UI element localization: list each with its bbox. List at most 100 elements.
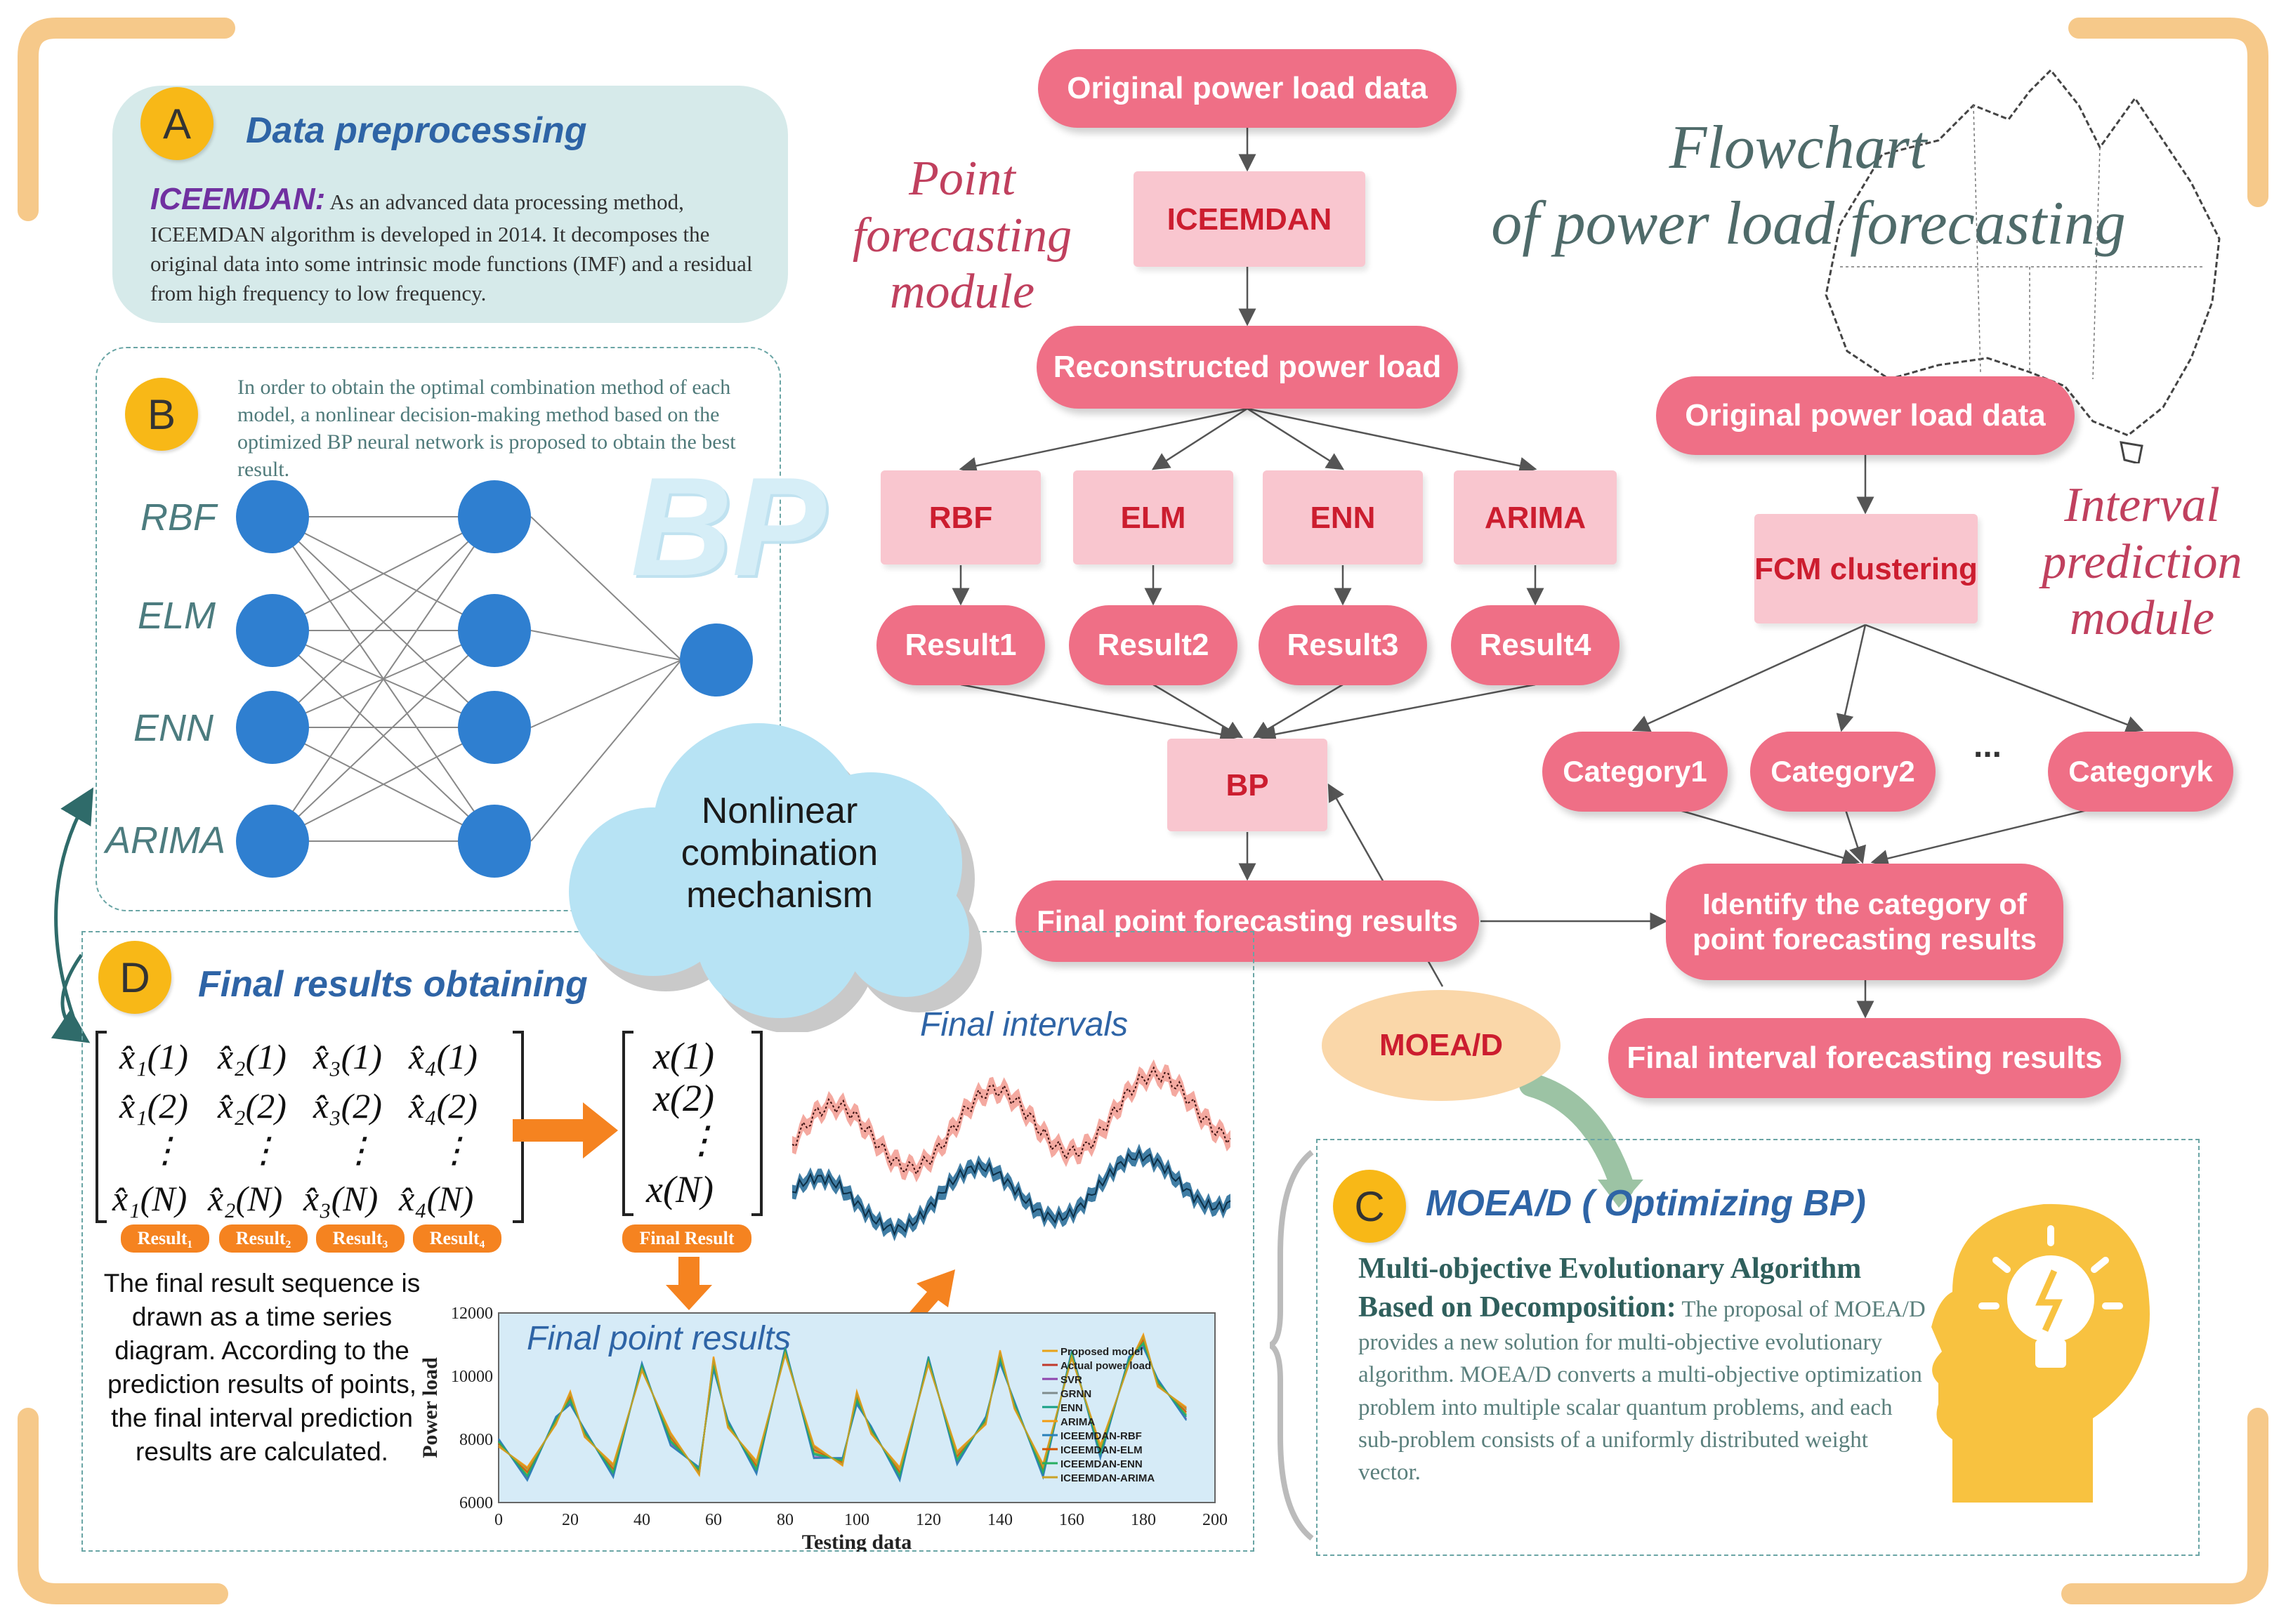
category-ellipsis: ... <box>1973 727 2002 765</box>
identify-category-node: Identify the category of point forecasti… <box>1666 864 2063 980</box>
flowchart-title-line2: of power load forecasting <box>1491 190 2126 258</box>
svg-text:x̂₄(2): x̂₄(2) <box>408 1086 478 1125</box>
x-tick-label: 60 <box>705 1511 722 1529</box>
cloud-shape <box>569 723 982 1032</box>
legend-entry: ICEEMDAN-ENN <box>1060 1458 1143 1470</box>
category-node-k: Categoryk <box>2048 732 2233 812</box>
final-intervals-plot <box>791 1059 1231 1241</box>
legend-entry: GRNN <box>1060 1388 1091 1400</box>
point-module-label: Point forecasting module <box>852 152 1072 319</box>
svg-text:x(N): x(N) <box>645 1168 714 1210</box>
fcm-clustering-node: FCM clustering <box>1754 514 1978 623</box>
svg-text:x̂₄(N): x̂₄(N) <box>398 1179 473 1218</box>
result-node-2: Result2 <box>1069 605 1237 685</box>
iceemdan-node: ICEEMDAN <box>1134 171 1365 267</box>
x-tick-label: 40 <box>633 1511 650 1529</box>
input-label-enn: ENN <box>133 707 214 749</box>
panel-a-data-preprocessing: A Data preprocessing ICEEMDAN: As an adv… <box>112 86 788 323</box>
head-lightbulb-icon <box>1931 1203 2150 1503</box>
panel-c-text: The proposal of MOEA/D provides a new so… <box>1358 1296 1926 1485</box>
svg-text:x(1): x(1) <box>652 1035 714 1077</box>
moead-node: MOEA/D <box>1322 990 1561 1101</box>
result-node-3: Result3 <box>1259 605 1427 685</box>
panel-c-moead <box>1316 1139 2200 1556</box>
svg-text:x(2): x(2) <box>652 1077 714 1119</box>
legend-entry: ARIMA <box>1060 1416 1095 1428</box>
brace-shape <box>1270 1149 1314 1541</box>
result-matrix: x̂₁(1) x̂₂(1) x̂₃(1) x̂₄(1) x̂₁(2) x̂₂(2) x̂₃… <box>96 1031 524 1223</box>
y-tick-label: 12000 <box>451 1305 493 1323</box>
legend-entry: ICEEMDAN-ELM <box>1060 1444 1143 1456</box>
x-tick-label: 100 <box>844 1511 869 1529</box>
flowchart-title-line1: Flowchart <box>1669 114 1927 182</box>
x-tick-label: 20 <box>562 1511 579 1529</box>
legend-entry: SVR <box>1060 1374 1082 1386</box>
panel-d-title: Final results obtaining <box>198 964 588 1005</box>
y-tick-label: 8000 <box>459 1431 493 1449</box>
svg-text:x̂₁(2): x̂₁(2) <box>119 1086 188 1125</box>
badge-d: D <box>98 941 171 1014</box>
svg-text:⋮: ⋮ <box>683 1119 721 1161</box>
panel-a-body: ICEEMDAN: As an advanced data processing… <box>150 178 768 308</box>
panel-a-title: Data preprocessing <box>246 110 587 151</box>
y-tick-label: 10000 <box>451 1368 493 1386</box>
moead-label: MOEA/D <box>1379 1028 1503 1062</box>
original-power-load-node-2: Original power load data <box>1656 376 2075 455</box>
x-tick-label: 200 <box>1202 1511 1228 1529</box>
svg-text:x̂₂(N): x̂₂(N) <box>207 1179 282 1218</box>
legend-entry: Actual power load <box>1060 1360 1151 1372</box>
matrix-label-result3: Result₃ <box>316 1224 405 1253</box>
interval-band-upper <box>792 1059 1230 1182</box>
result-node-1: Result1 <box>876 605 1045 685</box>
legend-entry: ICEEMDAN-RBF <box>1060 1430 1142 1442</box>
svg-text:x̂₂(1): x̂₂(1) <box>217 1037 287 1076</box>
matrix-label-result4: Result₄ <box>413 1224 501 1253</box>
matrix-label-result1: Result₁ <box>121 1224 209 1253</box>
cloud-text: Nonlinear combination mechanism <box>681 791 879 916</box>
legend-entry: ICEEMDAN-ARIMA <box>1060 1472 1155 1484</box>
svg-text:⋮: ⋮ <box>437 1130 472 1170</box>
svg-text:⋮: ⋮ <box>147 1130 183 1170</box>
y-axis-label: Power load <box>421 1357 442 1458</box>
panel-c-title: MOEA/D ( Optimizing BP) <box>1426 1183 1866 1224</box>
orange-arrow-right <box>513 1102 618 1158</box>
svg-text:x̂₃(1): x̂₃(1) <box>313 1037 382 1076</box>
interval-band-lower <box>792 1143 1230 1241</box>
model-node-enn: ENN <box>1263 470 1423 565</box>
panel-c-body: Multi-objective Evolutionary Algorithm B… <box>1358 1250 1934 1488</box>
svg-text:x̂₂(2): x̂₂(2) <box>217 1086 287 1125</box>
badge-c: C <box>1333 1170 1406 1243</box>
australia-map-icon <box>1825 68 2221 463</box>
svg-text:x̂₄(1): x̂₄(1) <box>408 1037 478 1076</box>
reconstructed-power-load-node: Reconstructed power load <box>1037 326 1458 409</box>
svg-text:x̂₃(2): x̂₃(2) <box>313 1086 382 1125</box>
x-tick-label: 180 <box>1131 1511 1156 1529</box>
final-point-results-node: Final point forecasting results <box>1016 880 1479 962</box>
panel-a-term: ICEEMDAN: <box>150 182 326 216</box>
input-label-elm: ELM <box>138 595 216 637</box>
svg-text:x̂₁(1): x̂₁(1) <box>119 1037 188 1076</box>
x-tick-label: 0 <box>494 1511 503 1529</box>
x-tick-label: 140 <box>987 1511 1013 1529</box>
legend-entry: ENN <box>1060 1402 1083 1414</box>
svg-text:⋮: ⋮ <box>246 1130 281 1170</box>
chart-plot-area <box>498 1312 1216 1503</box>
category-node-2: Category2 <box>1750 732 1936 812</box>
orange-arrow-down <box>666 1257 712 1310</box>
x-tick-label: 80 <box>777 1511 794 1529</box>
final-interval-results-node: Final interval forecasting results <box>1608 1018 2121 1098</box>
interval-center-line-lower <box>791 1149 1231 1236</box>
panel-a-text: As an advanced data processing method, I… <box>150 190 753 306</box>
chart-title: Final point results <box>527 1320 791 1357</box>
model-node-rbf: RBF <box>881 470 1041 565</box>
final-intervals-label: Final intervals <box>920 1006 1129 1043</box>
bp-node: BP <box>1167 739 1327 831</box>
panel-b-text: In order to obtain the optimal combinati… <box>237 376 736 481</box>
input-label-arima: ARIMA <box>105 819 226 861</box>
bp-neural-network-icon <box>236 480 753 878</box>
y-tick-label: 6000 <box>459 1494 493 1512</box>
x-axis-label: Testing data <box>802 1531 912 1552</box>
x-tick-label: 120 <box>916 1511 941 1529</box>
svg-text:x̂₁(N): x̂₁(N) <box>112 1179 187 1218</box>
panel-c-bold: Multi-objective Evolutionary Algorithm B… <box>1358 1253 1862 1323</box>
